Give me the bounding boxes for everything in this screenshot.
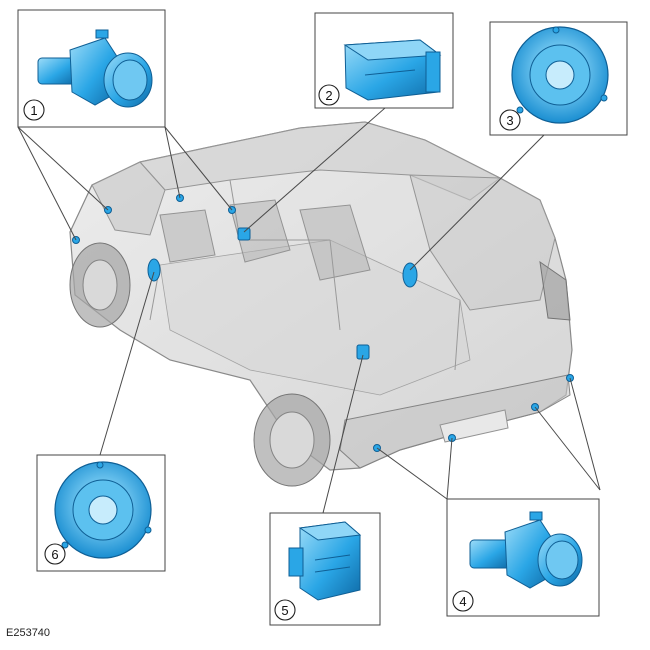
callout-box-1: 1 — [17, 9, 166, 128]
speaker-icon — [511, 26, 609, 124]
callout-box-4: 4 — [446, 498, 600, 617]
parking-sensor-icon — [469, 511, 583, 589]
figure-id-label: E253740 — [6, 627, 51, 639]
callout-box-3: 3 — [489, 21, 628, 136]
vehicle-component-markers — [72, 194, 574, 452]
parking-sensor-icon — [37, 29, 153, 108]
speaker-icon — [54, 461, 152, 559]
callout-box-5: 5 — [269, 512, 381, 626]
callout-number-3: 3 — [506, 113, 513, 128]
vehicle-ghost-illustration — [69, 121, 573, 487]
callout-number-1: 1 — [30, 103, 37, 118]
callout-number-2: 2 — [325, 88, 332, 103]
control-module-icon — [343, 39, 442, 101]
callout-number-5: 5 — [281, 603, 288, 618]
control-module-icon — [288, 521, 362, 601]
callout-number-6: 6 — [51, 547, 58, 562]
callout-box-2: 2 — [314, 12, 454, 109]
leader-lines — [17, 107, 601, 514]
callout-number-4: 4 — [459, 594, 466, 609]
callout-box-6: 6 — [36, 454, 166, 572]
